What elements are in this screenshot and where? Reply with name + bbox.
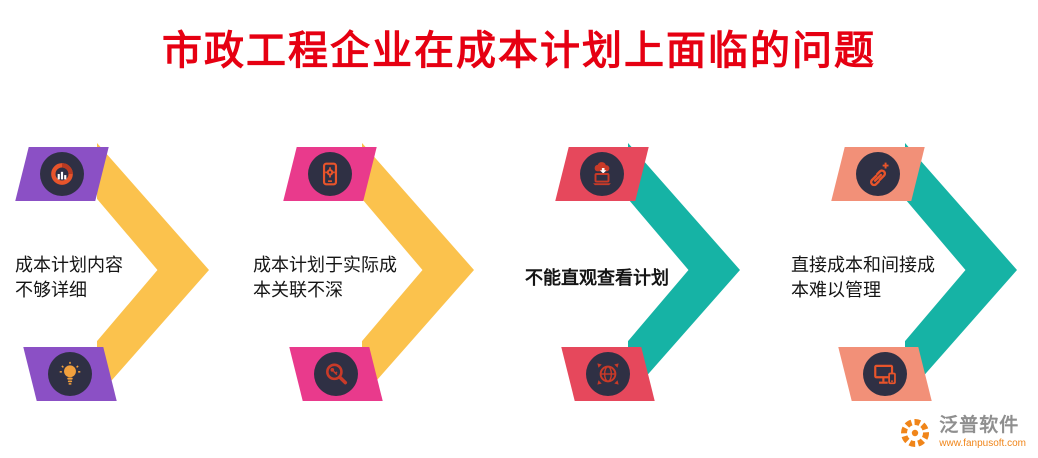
fanpu-logo-icon bbox=[901, 418, 930, 447]
problem-column-2: 成本计划于实际成 本关联不深 bbox=[248, 0, 448, 458]
text-line: 本关联不深 bbox=[253, 280, 343, 300]
text-line: 成本计划内容 bbox=[15, 255, 123, 275]
lightbulb-icon bbox=[59, 361, 81, 385]
icon-tile-top bbox=[283, 147, 377, 201]
link-add-icon bbox=[870, 162, 889, 187]
icon-circle bbox=[586, 352, 630, 396]
icon-circle bbox=[863, 352, 907, 396]
laptop-cloud-icon bbox=[593, 162, 611, 186]
column-text: 不能直观查看计划 bbox=[525, 244, 710, 312]
icon-circle bbox=[40, 152, 84, 196]
icon-tile-bottom bbox=[23, 347, 117, 401]
column-text: 成本计划于实际成 本关联不深 bbox=[253, 244, 438, 312]
icon-tile-top bbox=[831, 147, 925, 201]
icon-tile-top bbox=[555, 147, 649, 201]
icon-circle bbox=[580, 152, 624, 196]
problem-column-4: 直接成本和间接成 本难以管理 bbox=[786, 0, 990, 458]
icon-tile-top bbox=[15, 147, 109, 201]
text-line: 本难以管理 bbox=[791, 280, 881, 300]
text-line: 不能直观查看计划 bbox=[525, 267, 669, 288]
brand-name: 泛普软件 bbox=[939, 415, 1020, 437]
text-line: 不够详细 bbox=[15, 280, 87, 300]
brand-footer: 泛普软件 www.fanpusoft.com bbox=[898, 415, 1026, 450]
brand-url: www.fanpusoft.com bbox=[939, 438, 1026, 449]
globe-network-icon bbox=[597, 363, 619, 385]
icon-circle bbox=[48, 352, 92, 396]
text-line: 直接成本和间接成 bbox=[791, 255, 935, 275]
phone-gear-icon bbox=[322, 162, 338, 186]
column-text: 成本计划内容 不够详细 bbox=[15, 244, 200, 312]
column-text: 直接成本和间接成 本难以管理 bbox=[791, 244, 976, 312]
page-title: 市政工程企业在成本计划上面临的问题 bbox=[162, 29, 876, 73]
icon-tile-bottom bbox=[561, 347, 655, 401]
key-search-icon bbox=[326, 363, 348, 385]
donut-chart-icon bbox=[51, 163, 73, 185]
problem-column-1: 成本计划内容 不够详细 bbox=[10, 0, 200, 458]
text-line: 成本计划于实际成 bbox=[253, 255, 397, 275]
icon-tile-bottom bbox=[838, 347, 932, 401]
problem-column-3: 不能直观查看计划 bbox=[520, 0, 732, 458]
icon-circle bbox=[314, 352, 358, 396]
icon-circle bbox=[308, 152, 352, 196]
icon-tile-bottom bbox=[289, 347, 383, 401]
monitor-icon bbox=[874, 364, 896, 385]
icon-circle bbox=[856, 152, 900, 196]
